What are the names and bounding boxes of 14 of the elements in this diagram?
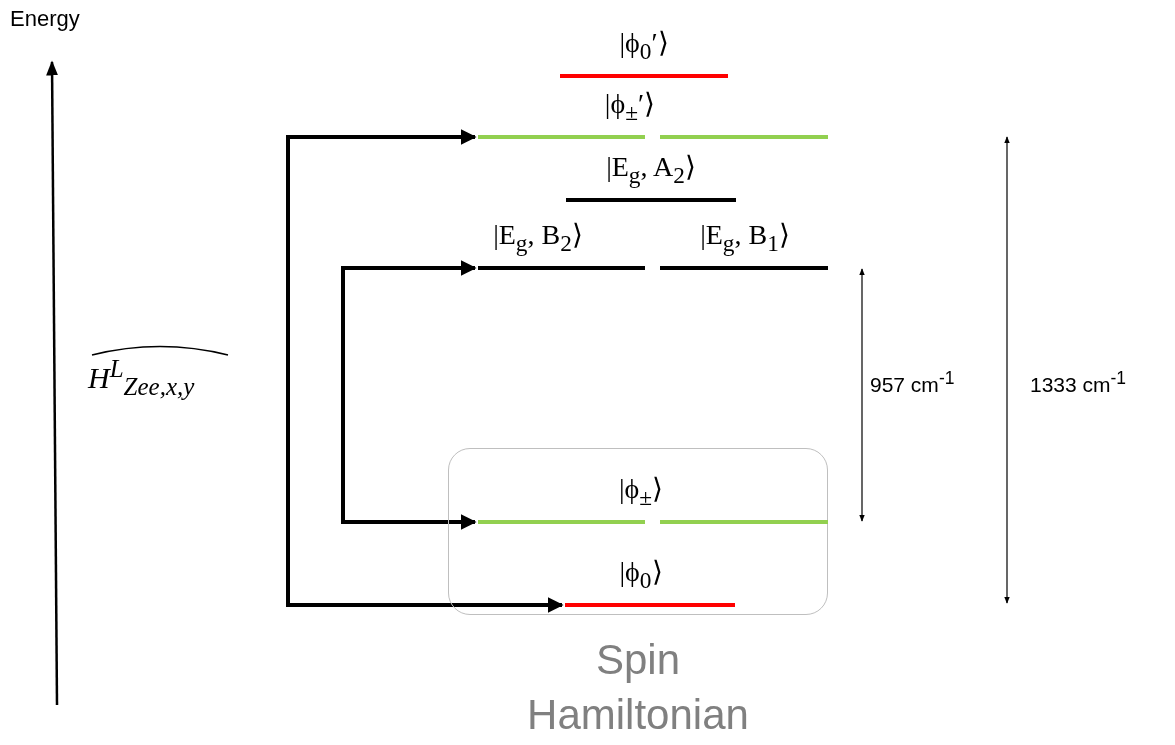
state-label: |ϕ$_{±}$′⟩: [604, 87, 656, 127]
energy-level: [560, 28, 728, 78]
state-label: |E$_{g}$, B$_{1}$⟩: [700, 218, 790, 258]
dimension-label: 957 cm$^{-1}$: [870, 368, 955, 397]
axis-label: Energy: [10, 6, 80, 32]
transition-arrow: [341, 260, 477, 530]
dimension-label: 1333 cm$^{-1}$: [1030, 368, 1127, 397]
state-label: |ϕ$_{0}$′⟩: [619, 26, 669, 66]
transition-arrow: [286, 129, 564, 613]
state-label: |E$_{g}$, A$_{2}$⟩: [606, 150, 696, 190]
state-label: |ϕ$_{±}$⟩: [618, 472, 664, 512]
group-heading: Spin Hamiltonian: [526, 635, 750, 740]
state-label: |E$_{g}$, B$_{2}$⟩: [493, 218, 583, 258]
state-label: |ϕ$_{0}$⟩: [619, 555, 663, 595]
